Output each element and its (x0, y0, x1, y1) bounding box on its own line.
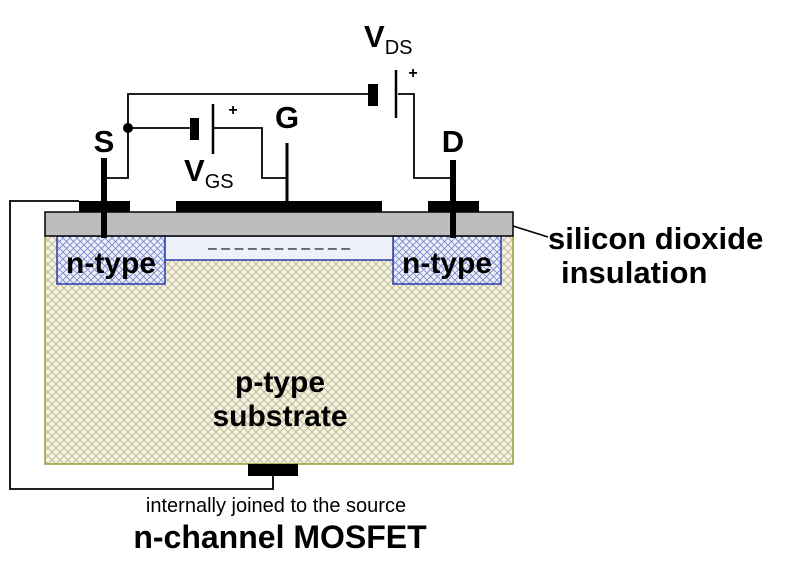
source-label: S (94, 124, 115, 159)
oxide-label-line2: insulation (561, 255, 707, 290)
drain-label: D (442, 124, 464, 159)
vds-battery-symbol (368, 70, 398, 118)
vds-label: VDS (364, 19, 412, 59)
diagram-title: n-channel MOSFET (133, 519, 427, 555)
substrate-label-line2: substrate (212, 400, 347, 433)
vgs-battery-symbol (190, 104, 215, 154)
body-note: internally joined to the source (146, 495, 406, 517)
vds-label-sub: DS (385, 37, 413, 59)
vds-plus-sign: + (408, 65, 417, 82)
n-type-region-source (56, 235, 166, 285)
n-type-label-left: n-type (66, 247, 156, 280)
vgs-label: VGS (184, 153, 234, 193)
oxide-leader-line (512, 225, 549, 238)
silicon-dioxide-layer (44, 211, 514, 237)
substrate-label-line1: p-type (235, 366, 325, 399)
induced-channel (164, 235, 394, 261)
source-junction-dot (123, 123, 133, 133)
oxide-label-line1: silicon dioxide (548, 221, 763, 256)
vds-label-main: V (364, 19, 385, 54)
n-type-label-right: n-type (402, 247, 492, 280)
body-contact (248, 464, 298, 476)
channel-electrons: – – – – – – – – – – – (208, 240, 350, 257)
gate-contact (176, 201, 382, 212)
vgs-label-sub: GS (205, 171, 234, 193)
gate-label: G (275, 100, 299, 135)
circuit-wiring (9, 93, 453, 490)
vgs-label-main: V (184, 153, 205, 188)
vgs-plus-sign: + (228, 102, 237, 119)
